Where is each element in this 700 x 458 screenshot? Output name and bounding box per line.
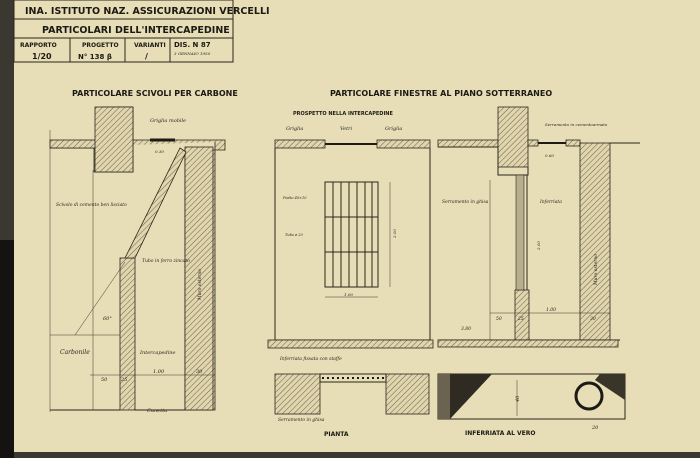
dim-window-height: 2.00 bbox=[536, 241, 541, 251]
label-inferriata-fissata: Inferriata fissata con staffe bbox=[279, 356, 342, 362]
drawing-number: DIS. N 87 bbox=[174, 41, 211, 49]
title-block: INA. ISTITUTO NAZ. ASSICURAZIONI VERCELL… bbox=[13, 0, 270, 63]
label-vetri: Vetri bbox=[340, 126, 353, 132]
subheading-prospetto: PROSPETTO NELLA INTERCAPEDINE bbox=[293, 111, 393, 117]
dim-r-25: 25 bbox=[517, 316, 524, 322]
varianti-value: / bbox=[145, 52, 148, 61]
detail-window-section: Serramento in cementoarmato 0.60 Serrame… bbox=[437, 106, 640, 348]
window-grate bbox=[324, 181, 391, 298]
dim-50: 50 bbox=[101, 377, 108, 383]
dim-40: 40 bbox=[515, 395, 521, 403]
label-piatto: Piatto 40×10 bbox=[282, 196, 307, 200]
drawing-subject: PARTICOLARI DELL'INTERCAPEDINE bbox=[42, 25, 230, 36]
heading-coal-chute: PARTICOLARE SCIVOLI PER CARBONE bbox=[72, 89, 238, 98]
rapporto-value: 1/20 bbox=[32, 52, 52, 61]
label-serramento-plan: Serramento in ghisa bbox=[278, 417, 325, 423]
label-carbonile: Carbonile bbox=[60, 349, 90, 356]
label-cunetta: Cunetta bbox=[147, 408, 167, 414]
label-intercapedine: Intercapedine bbox=[139, 350, 176, 356]
level-380: 3.80 bbox=[461, 326, 471, 332]
label-muro-esterno: Muro esterno bbox=[593, 254, 599, 286]
label-pianta: PIANTA bbox=[324, 431, 349, 438]
varianti-label: VARIANTI bbox=[134, 42, 166, 49]
label-muro: Muro esterno bbox=[197, 269, 203, 301]
label-inferriata: Inferriata bbox=[539, 199, 562, 205]
label-griglia-mobile: Griglia mobile bbox=[150, 118, 186, 124]
label-scivolo: Scivolo di cemento ben lisciato bbox=[56, 202, 127, 208]
drawing-date: 3 GENNAIO 1950 bbox=[174, 51, 211, 56]
dim-060: 0.60 bbox=[545, 153, 554, 158]
label-serramento-top: Serramento in cementoarmato bbox=[545, 122, 608, 127]
label-tubo-20: Tubo ø 20 bbox=[285, 233, 303, 237]
institute-name: INA. ISTITUTO NAZ. ASSICURAZIONI VERCELL… bbox=[25, 6, 270, 17]
label-griglia-left: Griglia bbox=[286, 126, 303, 132]
label-griglia-right: Griglia bbox=[385, 126, 402, 132]
dim-25: 25 bbox=[120, 377, 127, 383]
dim-r-50: 50 bbox=[496, 316, 502, 322]
detail-coal-chute: PARTICOLARE SCIVOLI PER CARBONE Griglia … bbox=[49, 89, 238, 414]
progetto-label: PROGETTO bbox=[82, 42, 119, 49]
label-tubo: Tubo in ferro zincato bbox=[142, 258, 190, 264]
angle-60: 60° bbox=[103, 316, 112, 322]
dim-20: 20 bbox=[591, 425, 599, 431]
dim-100: 1.00 bbox=[153, 369, 165, 375]
dim-30: 30 bbox=[196, 369, 203, 375]
dim-030: 0.30 bbox=[155, 149, 164, 154]
rapporto-label: RAPPORTO bbox=[20, 42, 57, 49]
label-inferriata-vero: INFERRIATA AL VERO bbox=[465, 430, 535, 437]
label-serramento-ghisa: Serramento in ghisa bbox=[442, 199, 489, 205]
dim-width: 1.00 bbox=[344, 292, 353, 297]
detail-basement-window: PARTICOLARE FINESTRE AL PIANO SOTTERRANE… bbox=[267, 89, 626, 438]
dim-r-100: 1.00 bbox=[546, 307, 556, 313]
dim-r-30: 30 bbox=[590, 316, 596, 322]
dim-height: 2.00 bbox=[392, 229, 397, 239]
heading-window: PARTICOLARE FINESTRE AL PIANO SOTTERRANE… bbox=[330, 89, 552, 98]
progetto-value: N° 138 β bbox=[78, 53, 112, 61]
